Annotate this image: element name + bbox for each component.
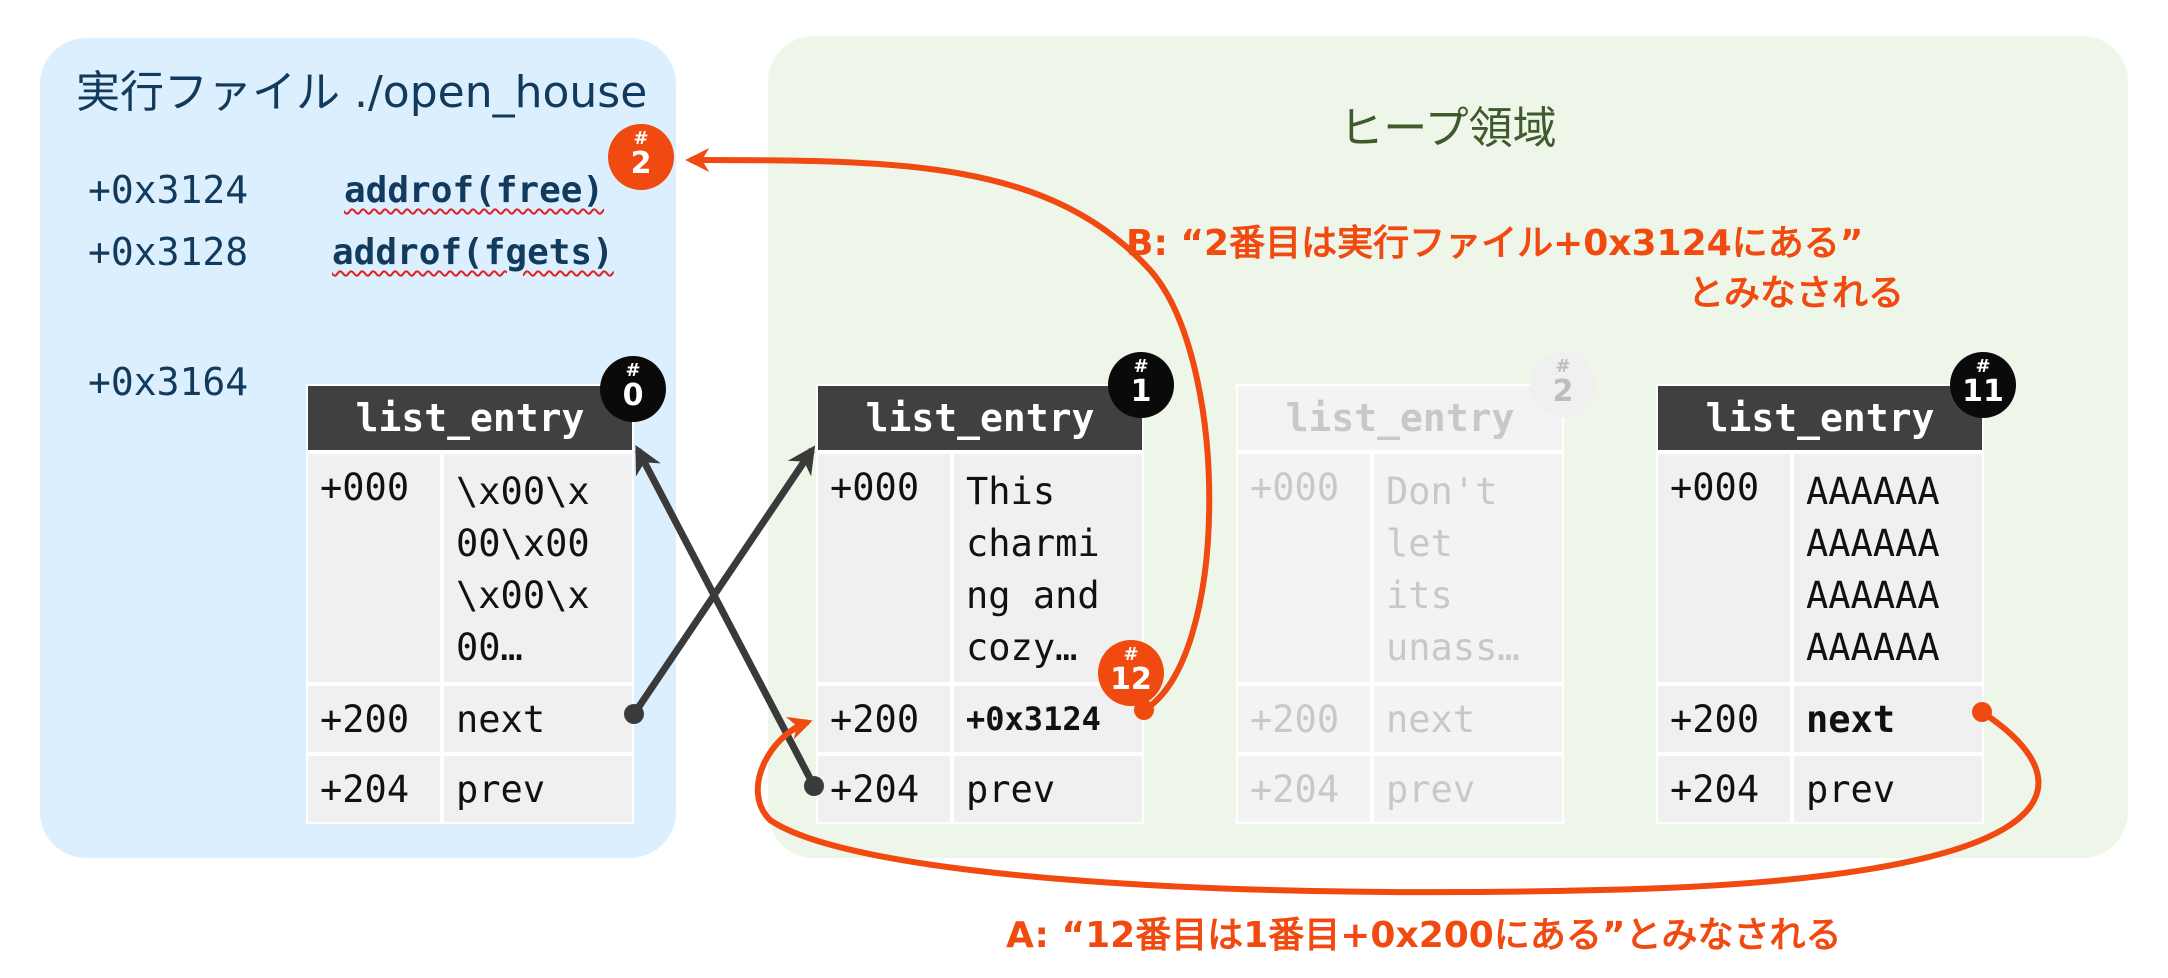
list-entry-1-key-200: +200 [816, 684, 952, 754]
list-entry-0-title: list_entry [306, 384, 634, 452]
list-entry-2-data: Don't let its unass… [1372, 452, 1564, 684]
annotation-a: A: “12番目は1番目+0x200にある”とみなされる [1006, 915, 1842, 956]
entry-2-index-badge: #2 [1530, 352, 1596, 418]
heap-region-title: ヒープ領域 [1339, 103, 1557, 154]
list-entry-11-key-200: +200 [1656, 684, 1792, 754]
executable-region-title: 実行ファイル ./open_house [76, 67, 648, 118]
list-entry-0-key-000: +000 [306, 452, 442, 684]
exec-offset-3124: +0x3124 [88, 168, 249, 212]
list-entry-1-key-204: +204 [816, 754, 952, 824]
list-entry-2-key-000: +000 [1236, 452, 1372, 684]
addrof-free: addrof(free) [344, 170, 605, 211]
arrow-entry1-prev-to-entry0 [634, 445, 818, 788]
arrow-b-entry1-next-to-exec [685, 148, 1213, 713]
exec-offset-3164: +0x3164 [88, 360, 249, 404]
dot-entry1-prev [804, 776, 824, 796]
list-entry-1-title: list_entry [816, 384, 1144, 452]
list-entry-0: list_entry +000\x00\x 00\x00 \x00\x 00… … [306, 384, 634, 824]
list-entry-11-next-highlight: next [1792, 684, 1984, 754]
entry-0-index-badge: #0 [600, 356, 666, 422]
list-entry-2-key-200: +200 [1236, 684, 1372, 754]
entry-11-index-badge: #11 [1950, 352, 2016, 418]
list-entry-11-key-000: +000 [1656, 452, 1792, 684]
addrof-fgets: addrof(fgets) [332, 232, 614, 273]
arrow-entry0-next-to-entry1 [631, 445, 816, 716]
list-entry-0-prev: prev [442, 754, 634, 824]
list-entry-1-data: This charmi ng and cozy… [952, 452, 1144, 684]
list-entry-2-next: next [1372, 684, 1564, 754]
fake-entry-12-marker: #12 [1098, 640, 1164, 706]
annotation-b-line1: B: “2番目は実行ファイル+0x3124にある” [1126, 223, 1864, 264]
list-entry-0-data: \x00\x 00\x00 \x00\x 00… [442, 452, 634, 684]
arrow-a-entry11-next-to-entry1 [754, 709, 2042, 896]
list-entry-1-key-000: +000 [816, 452, 952, 684]
list-entry-1-prev: prev [952, 754, 1144, 824]
dot-entry0-next [624, 704, 644, 724]
list-entry-11-title: list_entry [1656, 384, 1984, 452]
exec-offset-3128: +0x3128 [88, 230, 249, 274]
list-entry-11-key-204: +204 [1656, 754, 1792, 824]
list-entry-2-key-204: +204 [1236, 754, 1372, 824]
list-entry-0-key-200: +200 [306, 684, 442, 754]
dot-entry11-next [1972, 702, 1992, 722]
list-entry-2-title: list_entry [1236, 384, 1564, 452]
fake-entry-2-marker: #2 [608, 124, 674, 190]
list-entry-11-data: AAAAAA AAAAAA AAAAAA AAAAAA [1792, 452, 1984, 684]
list-entry-0-next: next [442, 684, 634, 754]
entry-1-index-badge: #1 [1108, 352, 1174, 418]
list-entry-0-key-204: +204 [306, 754, 442, 824]
list-entry-11-prev: prev [1792, 754, 1984, 824]
annotation-b-line2: とみなされる [1688, 273, 1905, 314]
list-entry-2-prev: prev [1372, 754, 1564, 824]
